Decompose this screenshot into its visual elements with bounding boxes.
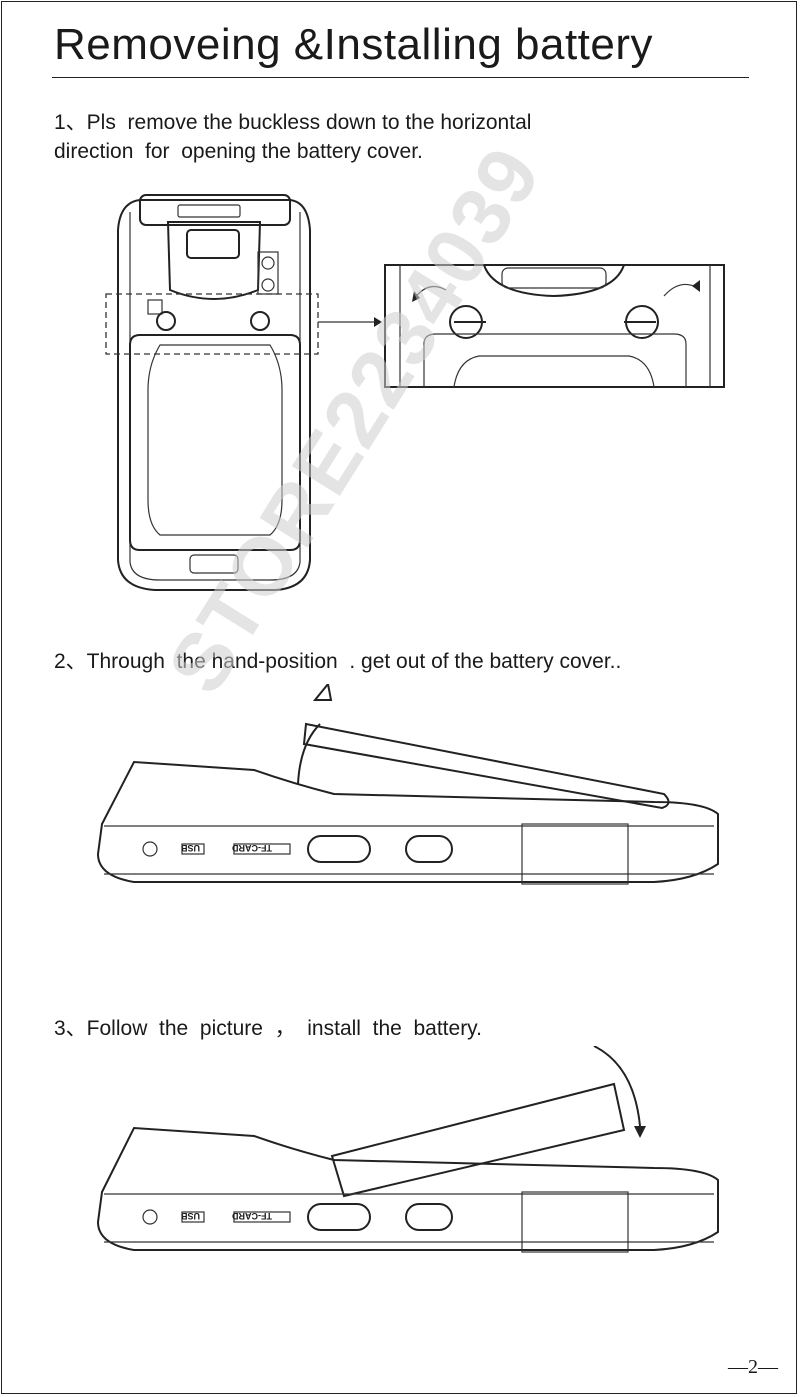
usb-port-label: USB: [181, 1211, 201, 1221]
step-1-line-1: 1、Pls remove the buckless down to the ho…: [54, 111, 532, 134]
tf-card-slot-label: TF-CARD: [232, 843, 272, 853]
device-side-installing-illustration: USB TF-CARD: [94, 1046, 730, 1261]
page-number: —2—: [728, 1356, 778, 1378]
device-back-illustration: [100, 190, 330, 600]
title-underline: [52, 77, 749, 78]
device-side-removing-illustration: USB TF-CARD: [94, 684, 730, 894]
step-3-text: 3、Follow the picture ， install the batte…: [54, 1017, 482, 1040]
tf-card-slot-label: TF-CARD: [232, 1211, 272, 1221]
step-2-text: 2、Through the hand-position . get out of…: [54, 650, 622, 673]
page-title: Removeing &Installing battery: [54, 20, 654, 69]
usb-port-label: USB: [181, 843, 201, 853]
latch-detail-illustration: [384, 264, 726, 389]
zoom-pointer-arrow: [318, 314, 383, 330]
step-1-line-2: direction for opening the battery cover.: [54, 140, 423, 163]
step-1-text: 1、Pls remove the buckless down to the ho…: [54, 108, 531, 166]
